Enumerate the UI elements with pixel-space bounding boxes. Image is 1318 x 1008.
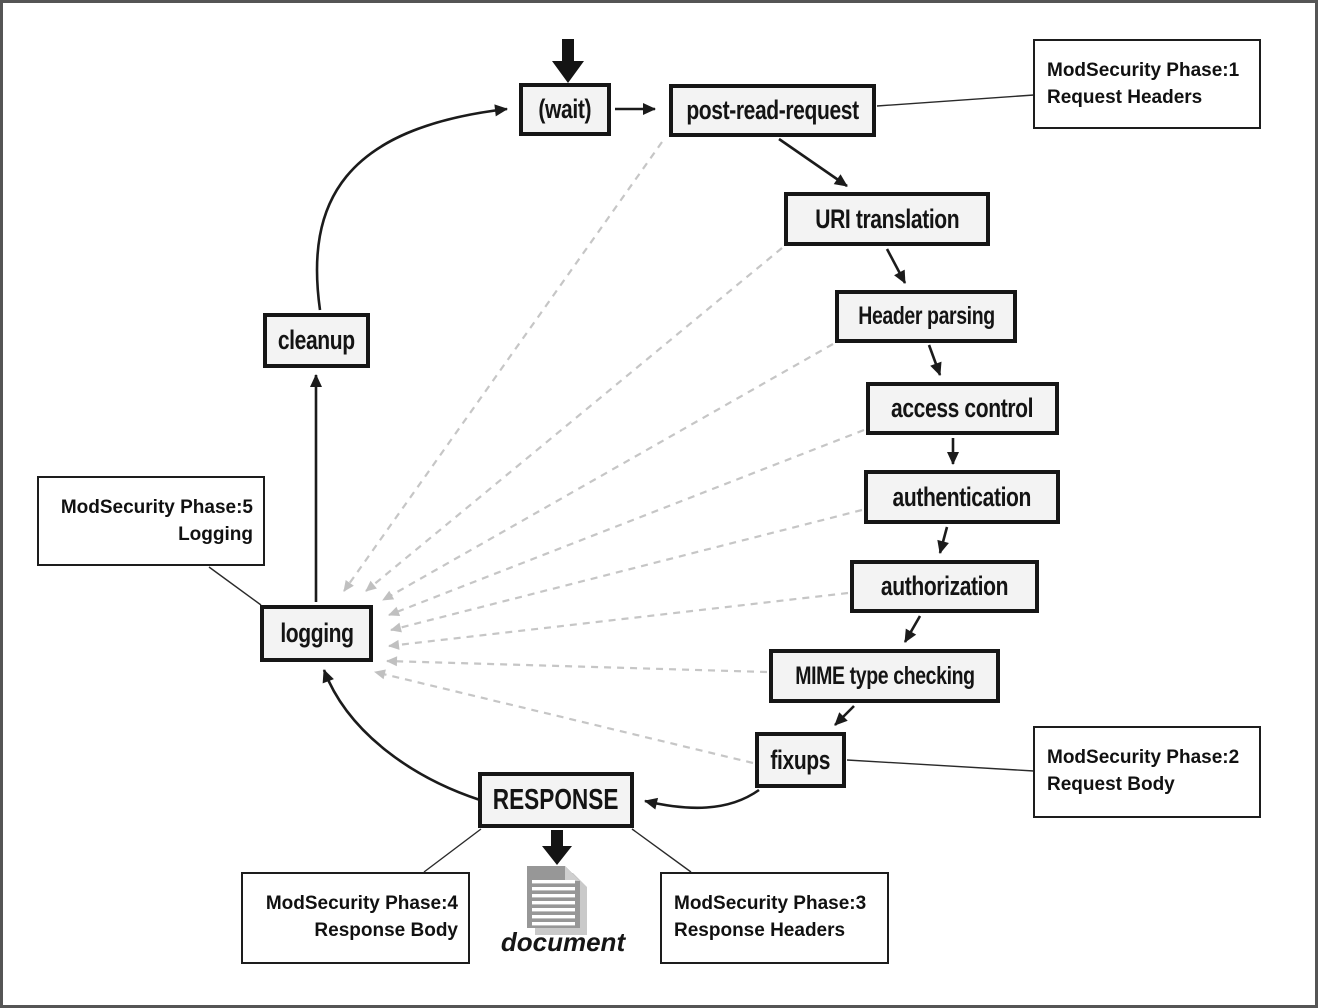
- document-label: document: [500, 927, 626, 957]
- node-authentication-label: authentication: [892, 481, 1032, 512]
- arrow-response-to-logging: [322, 669, 481, 802]
- dashed-post-read-to-logging: [343, 141, 663, 592]
- node-mime-type-checking: MIME type checking: [769, 649, 1000, 703]
- callout-phase1-line2: Request Headers: [1047, 87, 1203, 108]
- callout-phase2: ModSecurity Phase:2 Request Body: [1033, 726, 1261, 818]
- node-access-control: access control: [866, 382, 1059, 435]
- node-mime-type-checking-label: MIME type checking: [794, 661, 975, 690]
- arrow-uri-to-header-parsing: [885, 248, 907, 284]
- node-authorization-label: authorization: [880, 571, 1009, 601]
- node-wait: (wait): [519, 83, 611, 136]
- callout-phase5: ModSecurity Phase:5 Logging: [37, 476, 265, 566]
- arrow-cleanup-to-wait: [315, 104, 508, 311]
- leader-phase5-to-logging: [208, 566, 262, 606]
- node-header-parsing: Header parsing: [835, 290, 1017, 343]
- leader-response-to-phase4: [423, 828, 482, 873]
- leader-post-read-to-phase1: [876, 94, 1035, 107]
- node-response: RESPONSE: [478, 772, 634, 828]
- dashed-access-control-to-logging: [388, 428, 865, 617]
- dashed-uri-to-logging: [365, 247, 783, 592]
- node-cleanup: cleanup: [263, 313, 370, 368]
- arrow-post-read-to-uri: [778, 137, 848, 188]
- callout-phase1-line1: ModSecurity Phase:1: [1047, 60, 1240, 81]
- callout-phase2-line2: Request Body: [1047, 774, 1175, 795]
- node-authorization: authorization: [850, 560, 1039, 613]
- node-logging-label: logging: [279, 618, 354, 648]
- response-to-document-arrow-icon: [542, 830, 572, 865]
- arrow-authorization-to-mime: [903, 615, 922, 643]
- node-fixups: fixups: [755, 732, 846, 788]
- leader-fixups-to-phase2: [846, 759, 1035, 772]
- node-header-parsing-label: Header parsing: [857, 302, 995, 330]
- node-cleanup-label: cleanup: [278, 325, 355, 355]
- callout-phase1: ModSecurity Phase:1 Request Headers: [1033, 39, 1261, 129]
- arrow-fixups-to-response: [644, 788, 760, 810]
- dashed-authentication-to-logging: [390, 508, 863, 633]
- callout-phase4-line2: Response Body: [314, 920, 458, 941]
- node-authentication: authentication: [864, 470, 1060, 524]
- node-fixups-label: fixups: [770, 744, 831, 775]
- callout-phase4: ModSecurity Phase:4 Response Body: [241, 872, 470, 964]
- callout-phase3-line1: ModSecurity Phase:3: [674, 893, 867, 914]
- callout-phase3-line2: Response Headers: [674, 920, 846, 941]
- leader-response-to-phase3: [631, 828, 692, 873]
- node-access-control-label: access control: [891, 393, 1034, 423]
- callout-phase5-line1: ModSecurity Phase:5: [60, 497, 253, 518]
- node-post-read-request-label: post-read-request: [686, 95, 859, 125]
- arrow-authentication-to-authorization: [937, 526, 949, 554]
- connector-layer: [208, 39, 1035, 873]
- arrow-header-parsing-to-access: [927, 344, 942, 376]
- node-wait-label: (wait): [538, 94, 592, 124]
- callout-phase3: ModSecurity Phase:3 Response Headers: [660, 872, 889, 964]
- dashed-authorization-to-logging: [388, 591, 849, 650]
- node-post-read-request: post-read-request: [669, 84, 876, 137]
- callout-phase5-line2: Logging: [178, 524, 253, 545]
- callout-phase4-line1: ModSecurity Phase:4: [265, 893, 458, 914]
- node-uri-translation: URI translation: [784, 192, 990, 246]
- document-icon: [525, 865, 597, 939]
- dashed-mime-to-logging: [386, 656, 768, 674]
- callout-phase2-line1: ModSecurity Phase:2: [1047, 747, 1240, 768]
- entry-arrow-icon: [552, 39, 584, 83]
- arrow-mime-to-fixups: [834, 705, 855, 726]
- node-uri-translation-label: URI translation: [815, 203, 959, 234]
- dashed-header-parsing-to-logging: [382, 343, 834, 601]
- node-logging: logging: [260, 605, 373, 662]
- dashed-fixups-to-logging: [374, 669, 754, 765]
- node-response-label: RESPONSE: [493, 783, 619, 816]
